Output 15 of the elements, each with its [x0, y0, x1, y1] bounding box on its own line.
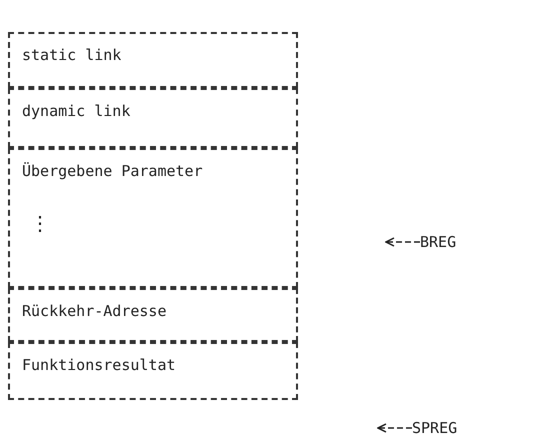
cell-label: static link	[22, 46, 122, 65]
cell-label: dynamic link	[22, 102, 132, 121]
cell-label: Rückkehr-Adresse	[22, 302, 168, 321]
cell-label: Übergebene Parameter	[22, 162, 204, 181]
stack-frame-cell	[8, 148, 298, 288]
arrow	[377, 423, 412, 433]
stack-frame-cell	[8, 88, 298, 148]
stack-frame-cell	[8, 342, 298, 400]
ellipsis: ⋮	[30, 212, 50, 233]
stack-frame-cell	[8, 32, 298, 88]
arrow	[385, 237, 420, 247]
cell-label: Funktionsresultat	[22, 356, 177, 375]
register-label: SPREG	[412, 418, 458, 438]
stack-frame-cell	[8, 288, 298, 342]
register-label: BREG	[420, 232, 456, 252]
